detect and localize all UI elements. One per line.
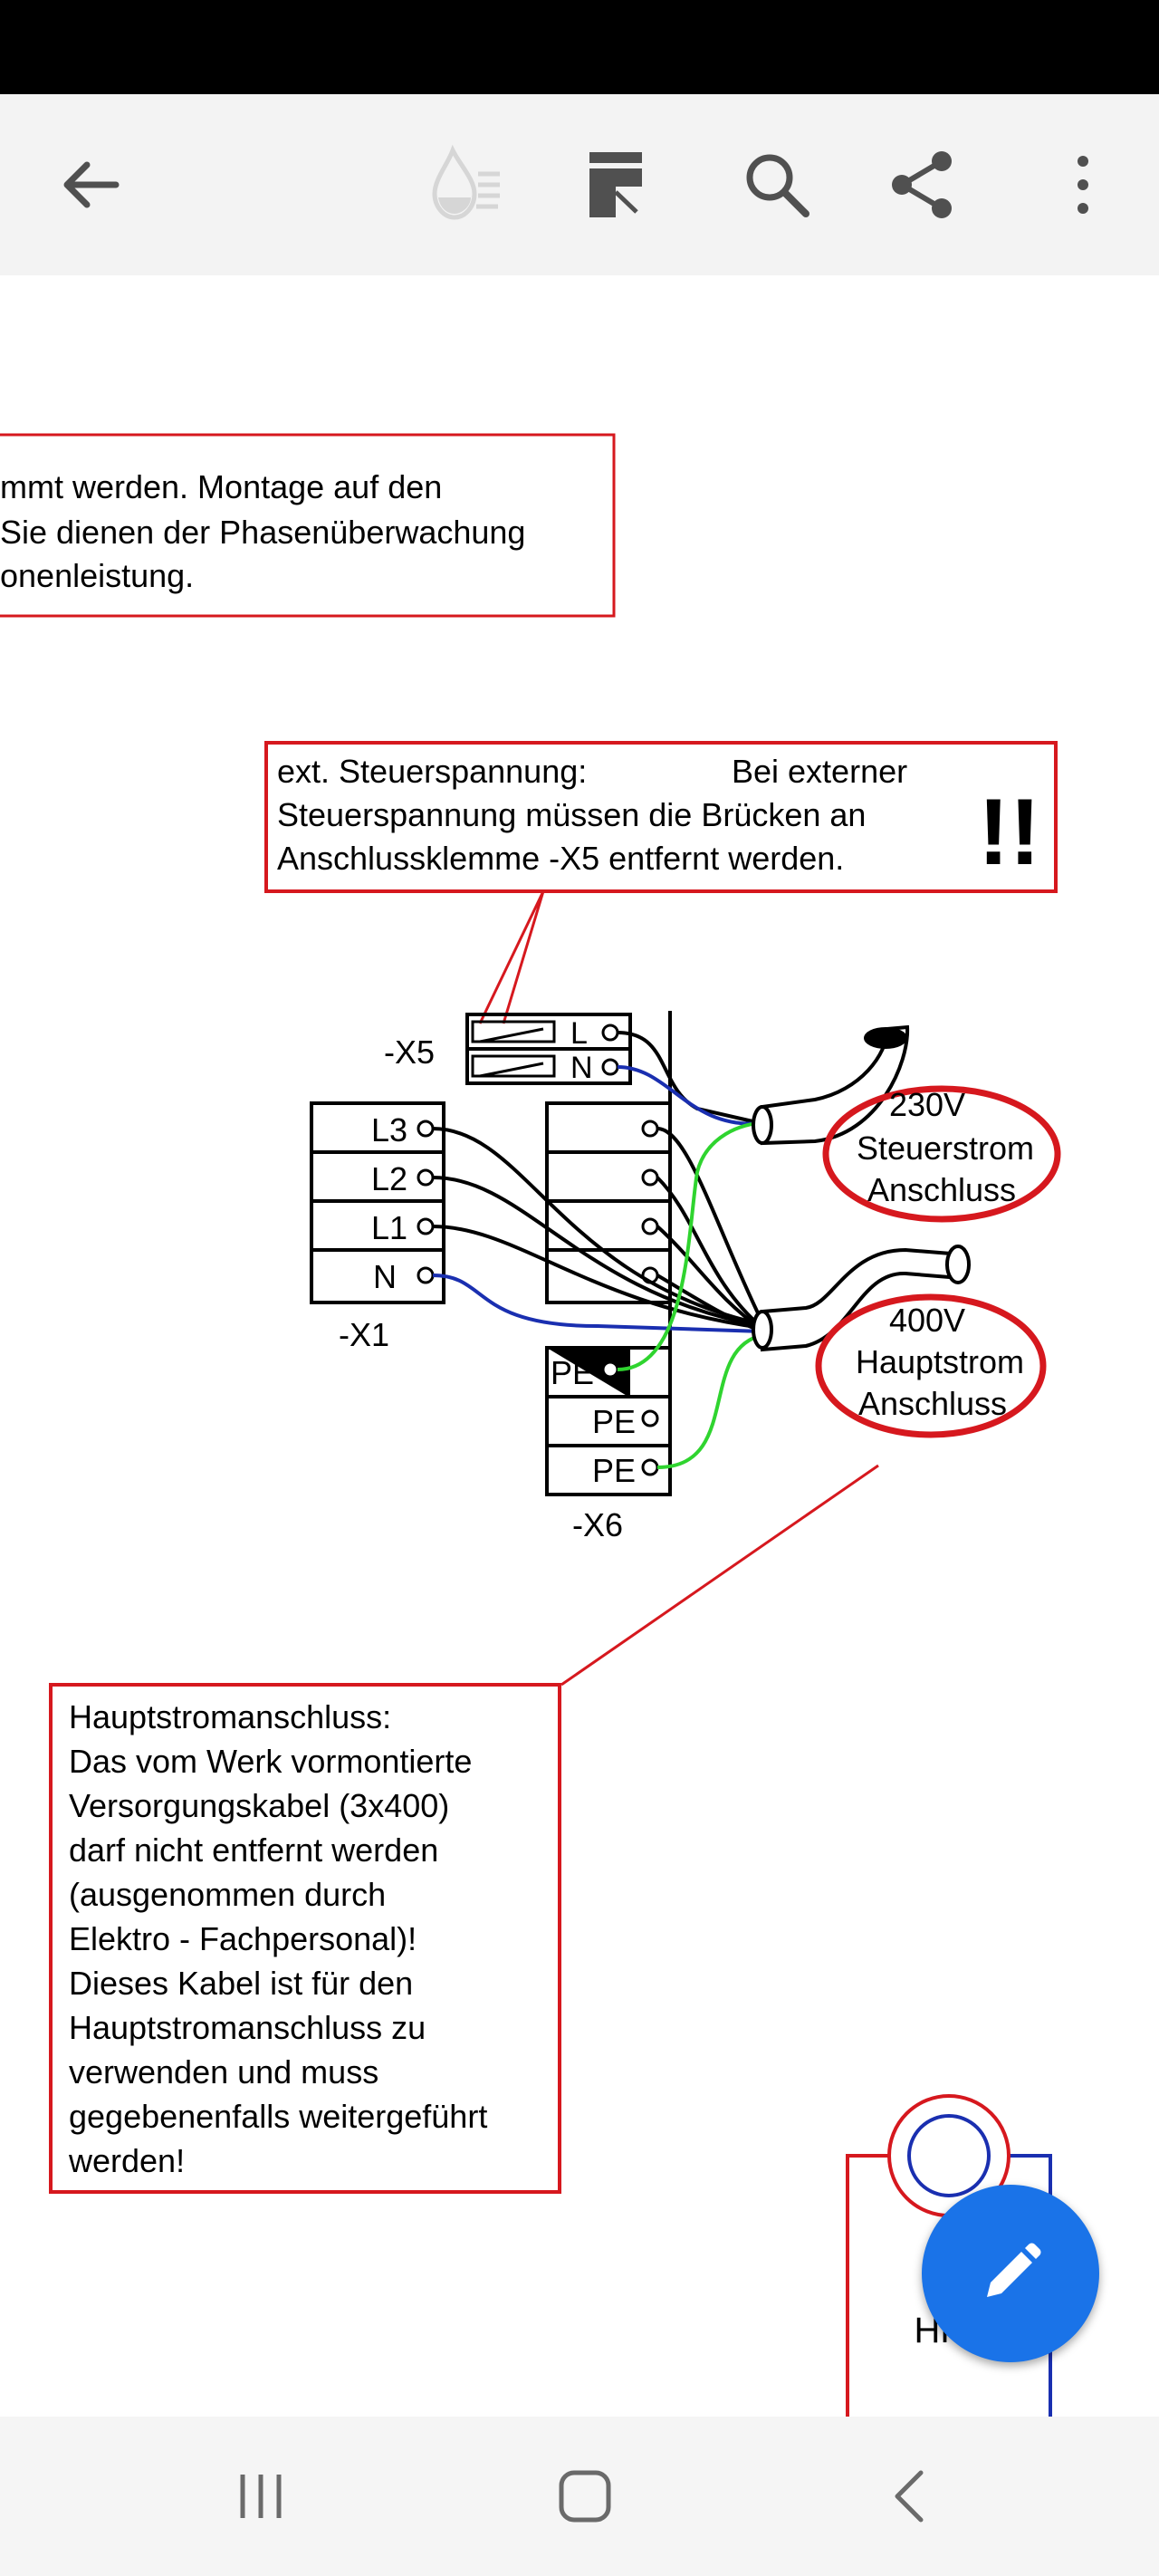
main-note-line: Hauptstromanschluss:: [69, 1698, 391, 1735]
x6-terminal-pe3: PE: [592, 1452, 636, 1489]
control-supply-label: 230V Steuerstrom Anschluss: [822, 1085, 1061, 1223]
share-button[interactable]: [869, 94, 978, 275]
main-note-line: verwenden und muss: [69, 2053, 378, 2091]
main-supply-label: 400V Hauptstrom Anschluss: [815, 1293, 1047, 1438]
x5-terminal-N: N: [570, 1051, 593, 1085]
home-button[interactable]: [512, 2417, 657, 2576]
x1-terminal-L2: L2: [371, 1160, 407, 1197]
share-icon: [892, 151, 952, 218]
main-supply-voltage: 400V: [889, 1302, 965, 1339]
main-note-line: werden!: [68, 2142, 185, 2179]
top-note-box: mmt werden. Montage auf den Sie dienen d…: [0, 433, 616, 618]
wiring-diagram: mmt werden. Montage auf den Sie dienen d…: [0, 433, 1061, 2417]
main-supply-connection: Anschluss: [858, 1385, 1007, 1422]
control-supply-voltage: 230V: [889, 1086, 965, 1123]
x6-label: -X6: [572, 1506, 623, 1543]
edit-pencil-icon: [987, 2243, 1041, 2297]
edit-fab-button[interactable]: [922, 2185, 1099, 2362]
main-note-line: (ausgenommen durch: [69, 1876, 386, 1913]
recent-apps-button[interactable]: [188, 2417, 333, 2576]
terminal-x6: PE PE PE -X6: [545, 1346, 672, 1543]
app-toolbar: [0, 94, 1159, 275]
back-icon: [895, 2470, 924, 2523]
more-options-button[interactable]: [1029, 94, 1137, 275]
x1-terminal-L3: L3: [371, 1111, 407, 1149]
home-icon: [559, 2470, 611, 2523]
control-supply-connection: Anschluss: [867, 1171, 1016, 1208]
back-arrow-icon: [63, 161, 120, 208]
internal-terminal-block: [545, 1101, 672, 1304]
top-note-line3: onenleistung.: [0, 557, 194, 594]
main-note-line: Hauptstromanschluss zu: [69, 2009, 426, 2046]
system-nav-bar: [0, 2417, 1159, 2576]
main-note-line: Das vom Werk vormontierte: [69, 1743, 472, 1780]
recent-apps-icon: [240, 2475, 282, 2518]
ext-note-line3: Anschlussklemme -X5 entfernt werden.: [277, 840, 844, 877]
top-note-line1: mmt werden. Montage auf den: [0, 468, 442, 505]
x6-terminal-pe1: PE: [551, 1354, 594, 1391]
x5-terminal-L: L: [570, 1016, 588, 1051]
search-button[interactable]: [723, 94, 831, 275]
ext-voltage-note-box: ext. Steuerspannung: Bei externer Steuer…: [264, 741, 1058, 893]
x1-terminal-N: N: [373, 1258, 397, 1295]
back-button[interactable]: [36, 94, 145, 275]
main-supply-name: Hauptstrom: [856, 1343, 1024, 1380]
ext-note-line1b: Bei externer: [732, 753, 907, 790]
heating-circuit-hk1: HK 1: [846, 2094, 1052, 2417]
terminal-x5: -X5 L N: [384, 1013, 632, 1085]
main-note-line: gegebenenfalls weitergeführt: [69, 2098, 487, 2135]
main-note-line: Elektro - Fachpersonal)!: [69, 1920, 417, 1957]
x1-label: -X1: [339, 1316, 389, 1353]
ink-drop-button[interactable]: [409, 94, 518, 275]
status-bar: [0, 0, 1159, 94]
cable-gland-control: [752, 1024, 910, 1146]
control-supply-name: Steuerstrom: [857, 1129, 1034, 1167]
ext-note-line2: Steuerspannung müssen die Brücken an: [277, 796, 866, 833]
ink-drop-icon: [432, 144, 500, 220]
x5-label: -X5: [384, 1033, 435, 1071]
x1-terminal-L1: L1: [371, 1209, 407, 1246]
main-supply-note-box: Hauptstromanschluss: Das vom Werk vormon…: [49, 1683, 561, 2194]
wiring: [432, 1031, 764, 1469]
x6-terminal-pe2: PE: [592, 1403, 636, 1440]
top-note-line2: Sie dienen der Phasenüberwachung: [0, 514, 525, 551]
more-vert-icon: [1078, 156, 1088, 214]
ext-note-line1a: ext. Steuerspannung:: [277, 753, 587, 790]
main-note-line: Versorgungskabel (3x400): [69, 1787, 449, 1824]
document-viewer[interactable]: mmt werden. Montage auf den Sie dienen d…: [0, 275, 1159, 2417]
nav-back-button[interactable]: [837, 2417, 982, 2576]
warning-exclamation: !!: [978, 780, 1040, 885]
main-note-line: darf nicht entfernt werden: [69, 1831, 438, 1869]
main-note-line: Dieses Kabel ist für den: [69, 1965, 413, 2002]
page-layout-button[interactable]: [563, 94, 672, 275]
page-layout-icon: [589, 152, 642, 217]
terminal-x1: L3 L2 L1 N -X1: [310, 1101, 445, 1353]
search-icon: [746, 154, 809, 217]
